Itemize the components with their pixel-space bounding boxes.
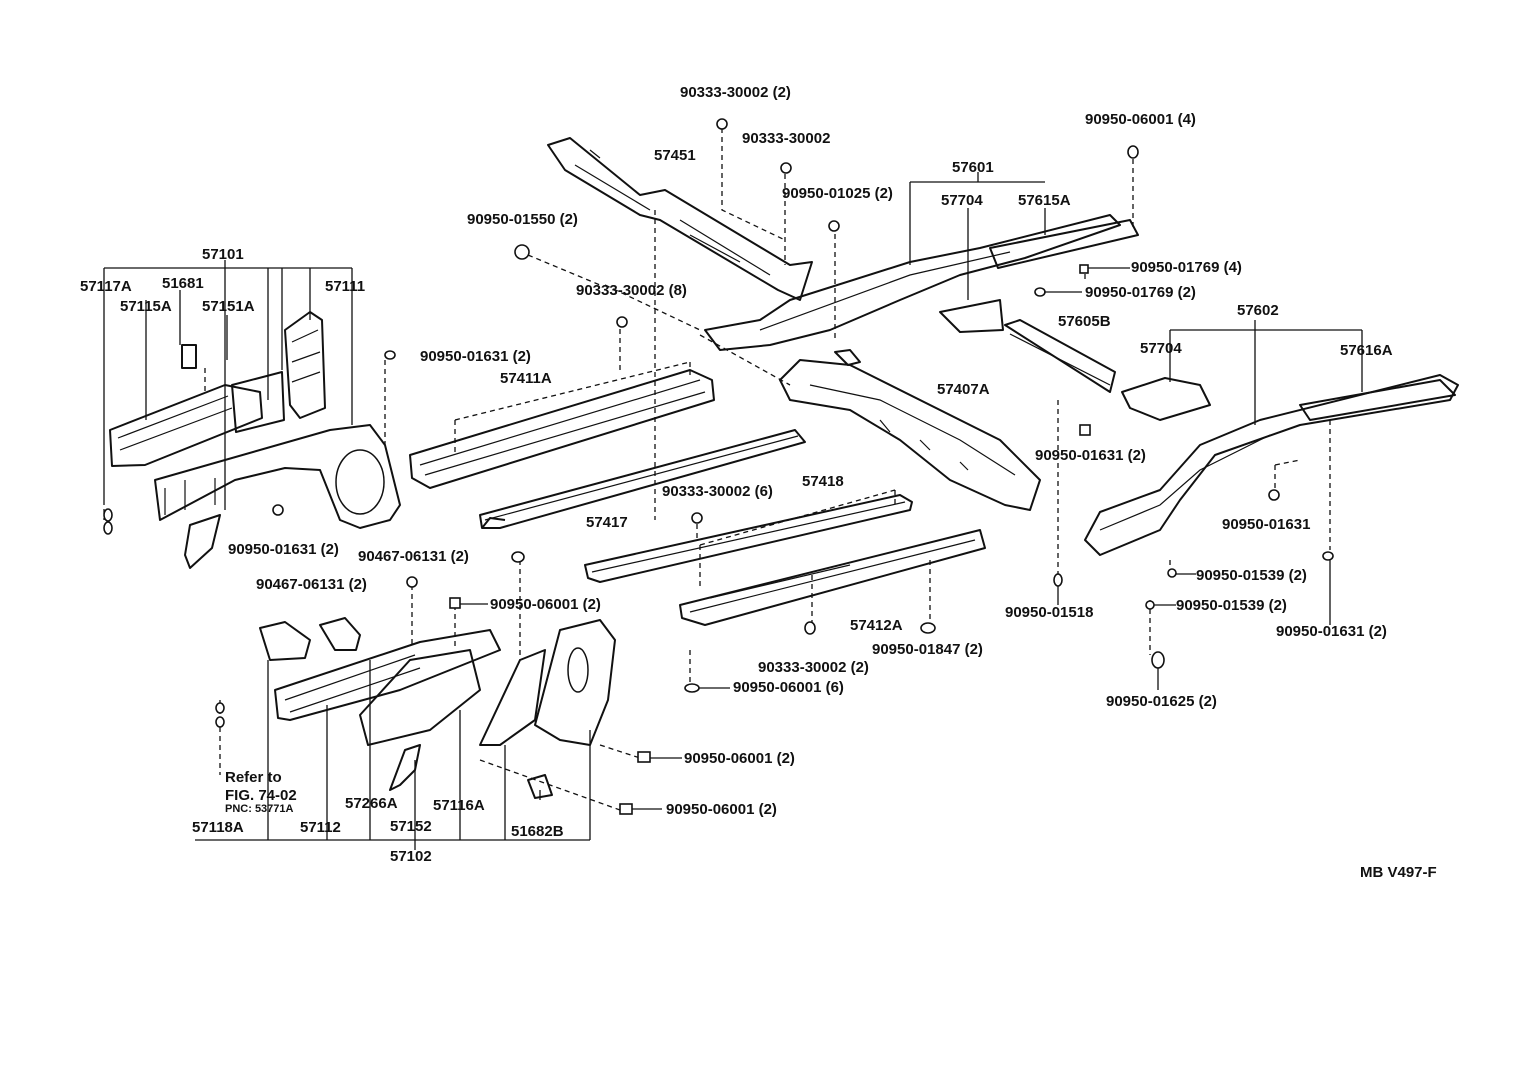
label-90467-06131-2-b: 90467-06131 (2) bbox=[256, 576, 367, 593]
label-51682B: 51682B bbox=[511, 823, 564, 840]
label-57451: 57451 bbox=[654, 147, 696, 164]
label-90950-01518: 90950-01518 bbox=[1005, 604, 1093, 621]
label-57111: 57111 bbox=[325, 278, 365, 295]
label-57616A: 57616A bbox=[1340, 342, 1393, 359]
label-90950-01625-2: 90950-01625 (2) bbox=[1106, 693, 1217, 710]
label-90950-01631: 90950-01631 bbox=[1222, 516, 1310, 533]
front-left-leaders bbox=[103, 260, 396, 535]
label-57605B: 57605B bbox=[1058, 313, 1111, 330]
label-57112: 57112 bbox=[300, 819, 341, 836]
label-90950-01550-2: 90950-01550 (2) bbox=[467, 211, 578, 228]
label-90950-06001-6: 90950-06001 (6) bbox=[733, 679, 844, 696]
label-90950-01631-2-a: 90950-01631 (2) bbox=[420, 348, 531, 365]
label-57102: 57102 bbox=[390, 848, 432, 865]
label-90333-30002-8: 90333-30002 (8) bbox=[576, 282, 687, 299]
label-57116A: 57116A bbox=[433, 797, 485, 814]
rear-57601-leaders bbox=[514, 118, 1139, 605]
label-90950-01631-2-c: 90950-01631 (2) bbox=[1035, 447, 1146, 464]
label-57704-b: 57704 bbox=[1140, 340, 1182, 357]
label-90950-01539-2-b: 90950-01539 (2) bbox=[1176, 597, 1287, 614]
floor-crossmember-57407A bbox=[779, 349, 1041, 511]
rear-side-member-57601 bbox=[704, 214, 1139, 393]
label-90333-30002: 90333-30002 bbox=[742, 130, 830, 147]
label-57411A: 57411A bbox=[500, 370, 552, 387]
label-90950-01769-2: 90950-01769 (2) bbox=[1085, 284, 1196, 301]
label-90950-01769-4: 90950-01769 (4) bbox=[1131, 259, 1242, 276]
label-90950-06001-4: 90950-06001 (4) bbox=[1085, 111, 1196, 128]
label-57602: 57602 bbox=[1237, 302, 1279, 319]
rocker-57412A bbox=[679, 512, 986, 693]
label-57118A: 57118A bbox=[192, 819, 244, 836]
label-57412A: 57412A bbox=[850, 617, 903, 634]
label-57151A: 57151A bbox=[202, 298, 255, 315]
label-90950-06001-2-a: 90950-06001 (2) bbox=[490, 596, 601, 613]
label-90950-01631-2-b: 90950-01631 (2) bbox=[228, 541, 339, 558]
label-90333-30002-2-mid: 90333-30002 (2) bbox=[758, 659, 869, 676]
rocker-57418 bbox=[584, 489, 913, 590]
rear-57602-leaders bbox=[1145, 320, 1363, 690]
front-right-side-member-assembly bbox=[259, 617, 616, 799]
front-left-side-member-assembly bbox=[109, 311, 401, 569]
label-90333-30002-6: 90333-30002 (6) bbox=[662, 483, 773, 500]
label-57601: 57601 bbox=[952, 159, 994, 176]
part-labels: 57101 57117A 51681 57115A 57151A 57111 9… bbox=[80, 84, 1437, 881]
label-90950-01631-2-d: 90950-01631 (2) bbox=[1276, 623, 1387, 640]
label-90950-01847-2: 90950-01847 (2) bbox=[872, 641, 983, 658]
rocker-57417 bbox=[479, 429, 806, 529]
label-57417: 57417 bbox=[586, 514, 628, 531]
figure-code: MB V497-F bbox=[1360, 864, 1437, 881]
label-57115A-top: 57115A bbox=[120, 298, 172, 315]
label-90950-06001-2-b: 90950-06001 (2) bbox=[684, 750, 795, 767]
label-90467-06131-2-a: 90467-06131 (2) bbox=[358, 548, 469, 565]
label-51681: 51681 bbox=[162, 275, 204, 292]
label-57101: 57101 bbox=[202, 246, 244, 263]
crossmember-57451 bbox=[547, 137, 813, 301]
label-90333-30002-2-top: 90333-30002 (2) bbox=[680, 84, 791, 101]
label-57615A: 57615A bbox=[1018, 192, 1071, 209]
label-57266A: 57266A bbox=[345, 795, 398, 812]
front-right-leaders bbox=[195, 551, 682, 850]
label-90950-06001-2-c: 90950-06001 (2) bbox=[666, 801, 777, 818]
label-57117A: 57117A bbox=[80, 278, 132, 295]
label-57704-a: 57704 bbox=[941, 192, 983, 209]
label-90950-01539-2-a: 90950-01539 (2) bbox=[1196, 567, 1307, 584]
label-57152: 57152 bbox=[390, 818, 432, 835]
label-57418: 57418 bbox=[802, 473, 844, 490]
rear-side-member-57602 bbox=[1084, 374, 1459, 556]
label-57407A: 57407A bbox=[937, 381, 990, 398]
refer-to-line1: Refer to bbox=[225, 769, 282, 786]
floor-side-member-57411A bbox=[409, 361, 715, 489]
refer-to-line2: FIG. 74-02 bbox=[225, 787, 297, 804]
label-90950-01025-2: 90950-01025 (2) bbox=[782, 185, 893, 202]
refer-to-line3: PNC: 53771A bbox=[225, 803, 294, 815]
